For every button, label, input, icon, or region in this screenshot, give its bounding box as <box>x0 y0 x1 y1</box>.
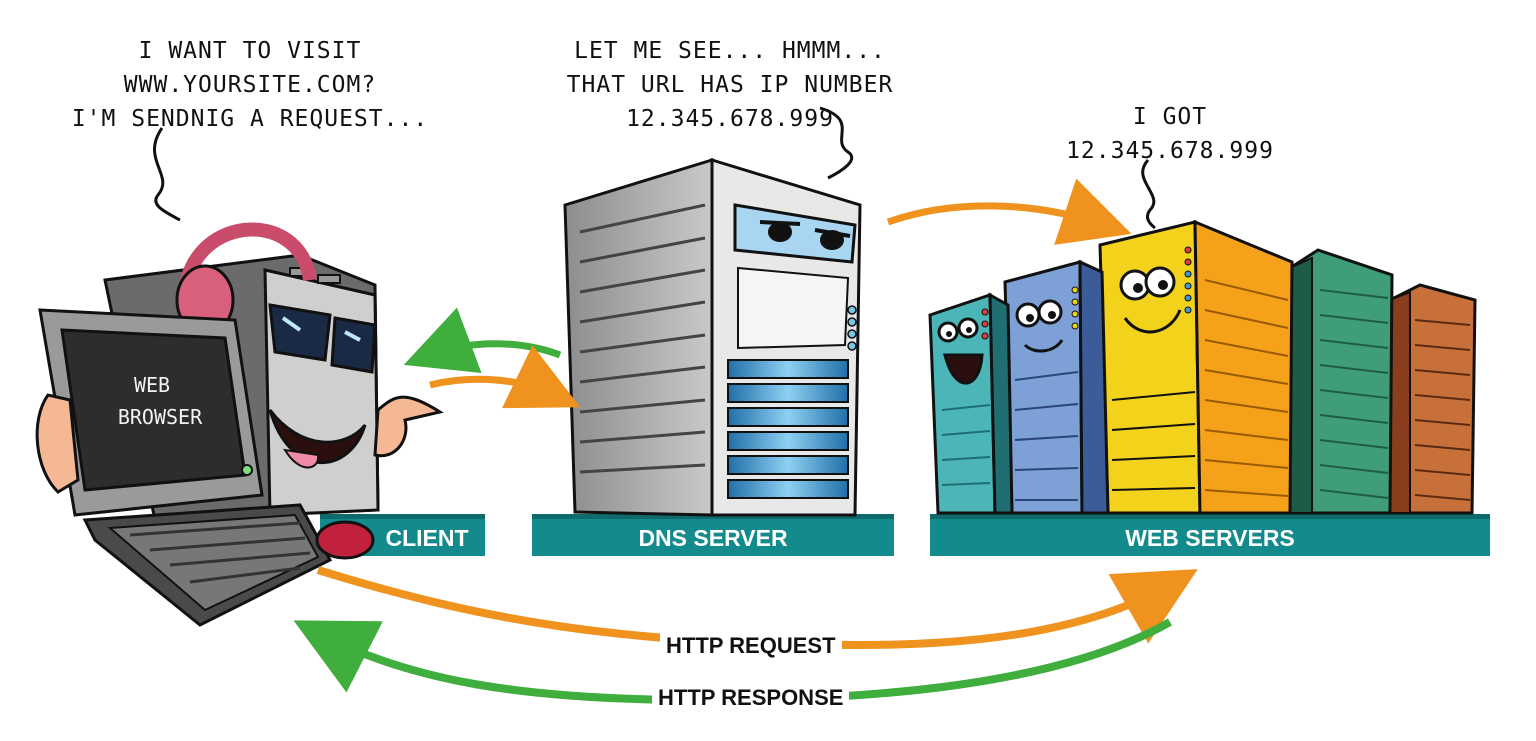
dns-speech-line: 12.345.678.999 <box>626 106 834 132</box>
dns-server-label: DNS SERVER <box>638 525 788 551</box>
screen-text-browser: BROWSER <box>118 405 203 429</box>
client-speech: I WANT TO VISIT WWW.YOURSITE.COM? I'M SE… <box>60 34 440 136</box>
web-band: WEB SERVERS <box>930 514 1490 556</box>
web-speech: I GOT 12.345.678.999 <box>1060 100 1280 168</box>
http-response-label: HTTP RESPONSE <box>652 685 850 711</box>
http-request-label: HTTP REQUEST <box>660 633 842 659</box>
dns-request-arrow <box>429 345 581 409</box>
dns-response-arrow <box>403 307 562 374</box>
client-speech-line: I WANT TO VISIT <box>138 38 362 64</box>
dns-speech-line: THAT URL HAS IP NUMBER <box>566 72 894 98</box>
web-speech-line: 12.345.678.999 <box>1066 138 1274 164</box>
web-speech-tail <box>1141 158 1156 230</box>
dns-speech-tail <box>819 106 854 180</box>
client-speech-tail <box>153 127 181 222</box>
client-speech-line: WWW.YOURSITE.COM? <box>123 72 377 98</box>
client-computer: WEB BROWSER <box>35 222 444 627</box>
web-servers <box>928 219 1477 515</box>
dns-server <box>563 157 862 517</box>
screen-text-web: WEB <box>134 373 170 397</box>
client-label: CLIENT <box>385 525 468 551</box>
web-servers-label: WEB SERVERS <box>1125 525 1295 551</box>
client-speech-line: I'M SENDNIG A REQUEST... <box>71 106 429 132</box>
dns-to-web-arrow <box>886 178 1132 245</box>
web-speech-line: I GOT <box>1132 104 1208 130</box>
dns-speech: LET ME SEE... HMMM... THAT URL HAS IP NU… <box>545 34 915 136</box>
dns-band: DNS SERVER <box>532 514 894 556</box>
dns-speech-line: LET ME SEE... HMMM... <box>574 38 886 64</box>
